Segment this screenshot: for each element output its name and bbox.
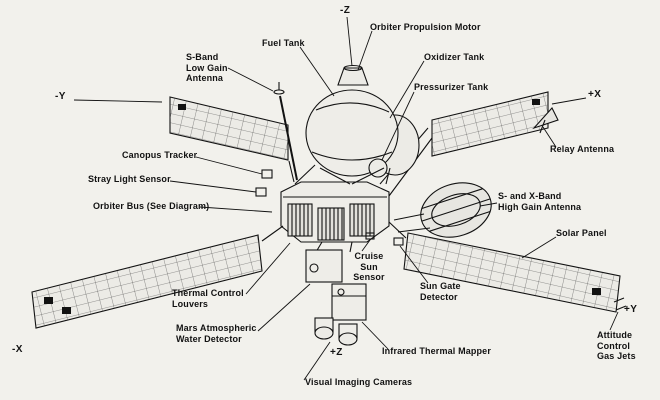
propulsion-module <box>294 64 420 185</box>
label-mars-atmospheric-water-detector: Mars Atmospheric Water Detector <box>176 323 257 344</box>
axis-minus-x: -X <box>12 344 23 355</box>
relay-antenna-part <box>532 107 559 134</box>
attitude-gas-jets-part <box>613 297 627 311</box>
axis-minus-z: -Z <box>340 5 351 16</box>
label-orbiter-propulsion-motor: Orbiter Propulsion Motor <box>370 22 481 32</box>
label-fuel-tank: Fuel Tank <box>262 38 305 48</box>
cruise-sun-sensor-part <box>365 232 375 240</box>
high-gain-antenna-struts <box>393 213 431 233</box>
label-cruise-sun-sensor: Cruise Sun Sensor <box>353 251 385 282</box>
label-infrared-thermal-mapper: Infrared Thermal Mapper <box>382 346 491 356</box>
label-attitude-control-gas-jets: Attitude Control Gas Jets <box>597 330 636 361</box>
infrared-thermal-mapper-part <box>331 283 367 321</box>
leader-lines <box>73 16 619 381</box>
orbiter-bus-body <box>255 127 433 246</box>
label-orbiter-bus: Orbiter Bus (See Diagram) <box>93 201 210 211</box>
label-canopus-tracker: Canopus Tracker <box>122 150 198 160</box>
label-stray-light-sensor: Stray Light Sensor <box>88 174 171 184</box>
axis-plus-x: +X <box>588 89 602 100</box>
label-visual-imaging-cameras: Visual Imaging Cameras <box>305 377 413 387</box>
thermal-control-louvers-part <box>287 203 375 241</box>
solar-panel-upper-right <box>431 91 549 157</box>
pressurizer-tank-part <box>368 158 388 178</box>
low-gain-antenna-part <box>273 82 298 181</box>
solar-panel-lower-left <box>31 234 263 329</box>
label-solar-panel: Solar Panel <box>556 228 607 238</box>
propulsion-motor-nozzle <box>337 67 369 86</box>
solar-panel-lower-right <box>403 232 621 313</box>
canopus-tracker-part <box>261 169 273 179</box>
label-oxidizer-tank: Oxidizer Tank <box>424 52 485 62</box>
fuel-tank-part <box>305 89 399 177</box>
mars-water-detector-part <box>305 249 343 283</box>
scan-platform <box>305 241 367 346</box>
label-thermal-control-louvers: Thermal Control Louvers <box>172 288 244 309</box>
visual-imaging-cameras-part <box>314 317 358 346</box>
axis-plus-y: +Y <box>624 304 638 315</box>
sun-gate-detector-part <box>393 237 404 246</box>
label-pressurizer-tank: Pressurizer Tank <box>414 82 489 92</box>
label-sun-gate-detector: Sun Gate Detector <box>420 281 461 302</box>
label-s-band-low-gain-antenna: S-Band Low Gain Antenna <box>186 52 228 83</box>
axis-minus-y: -Y <box>55 91 66 102</box>
label-relay-antenna: Relay Antenna <box>550 144 615 154</box>
solar-panel-upper-left <box>169 96 289 161</box>
stray-light-sensor-part <box>255 187 267 197</box>
axis-plus-z: +Z <box>330 347 343 358</box>
label-high-gain-antenna: S- and X-Band High Gain Antenna <box>498 191 582 212</box>
high-gain-antenna-part <box>420 182 492 238</box>
